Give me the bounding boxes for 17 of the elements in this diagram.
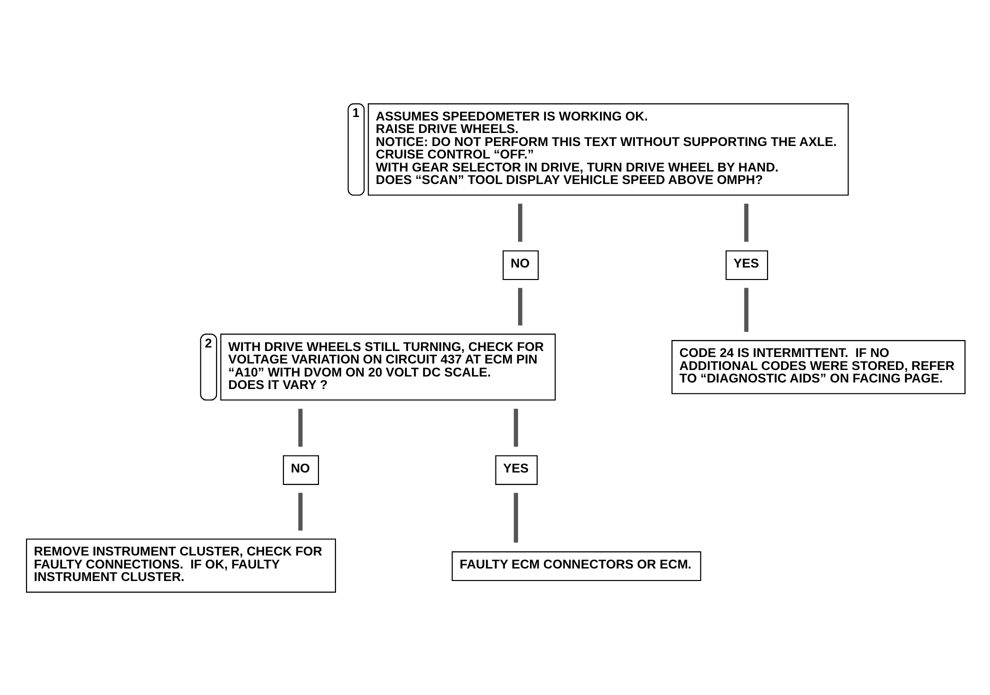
connector — [518, 287, 522, 325]
connector — [744, 203, 748, 242]
connector — [298, 492, 302, 530]
connector — [513, 492, 518, 542]
node-box: CODE 24 IS INTERMITTENT. IF NO ADDITIONAL CODES WERE STORED, REFER TO “DIAGNOSTIC AIDS” ON FACING PAGE. — [670, 340, 966, 394]
node-box: REMOVE INSTRUMENT CLUSTER, CHECK FOR FAULTY CONNECTIONS. IF OK, FAULTY INSTRUMENT CLUSTER. — [25, 538, 336, 592]
connector — [513, 408, 518, 446]
node-label: 2 — [204, 335, 212, 350]
node-box: NO — [282, 454, 318, 484]
node-label: 1 — [352, 104, 360, 120]
node-box: YES — [725, 250, 768, 280]
connector — [298, 408, 302, 446]
node-box: YES — [494, 454, 538, 484]
node-box: NO — [502, 250, 538, 280]
connector — [518, 203, 522, 242]
node-box: FAULTY ECM CONNECTORS OR ECM. — [451, 550, 701, 581]
connector — [744, 287, 748, 332]
